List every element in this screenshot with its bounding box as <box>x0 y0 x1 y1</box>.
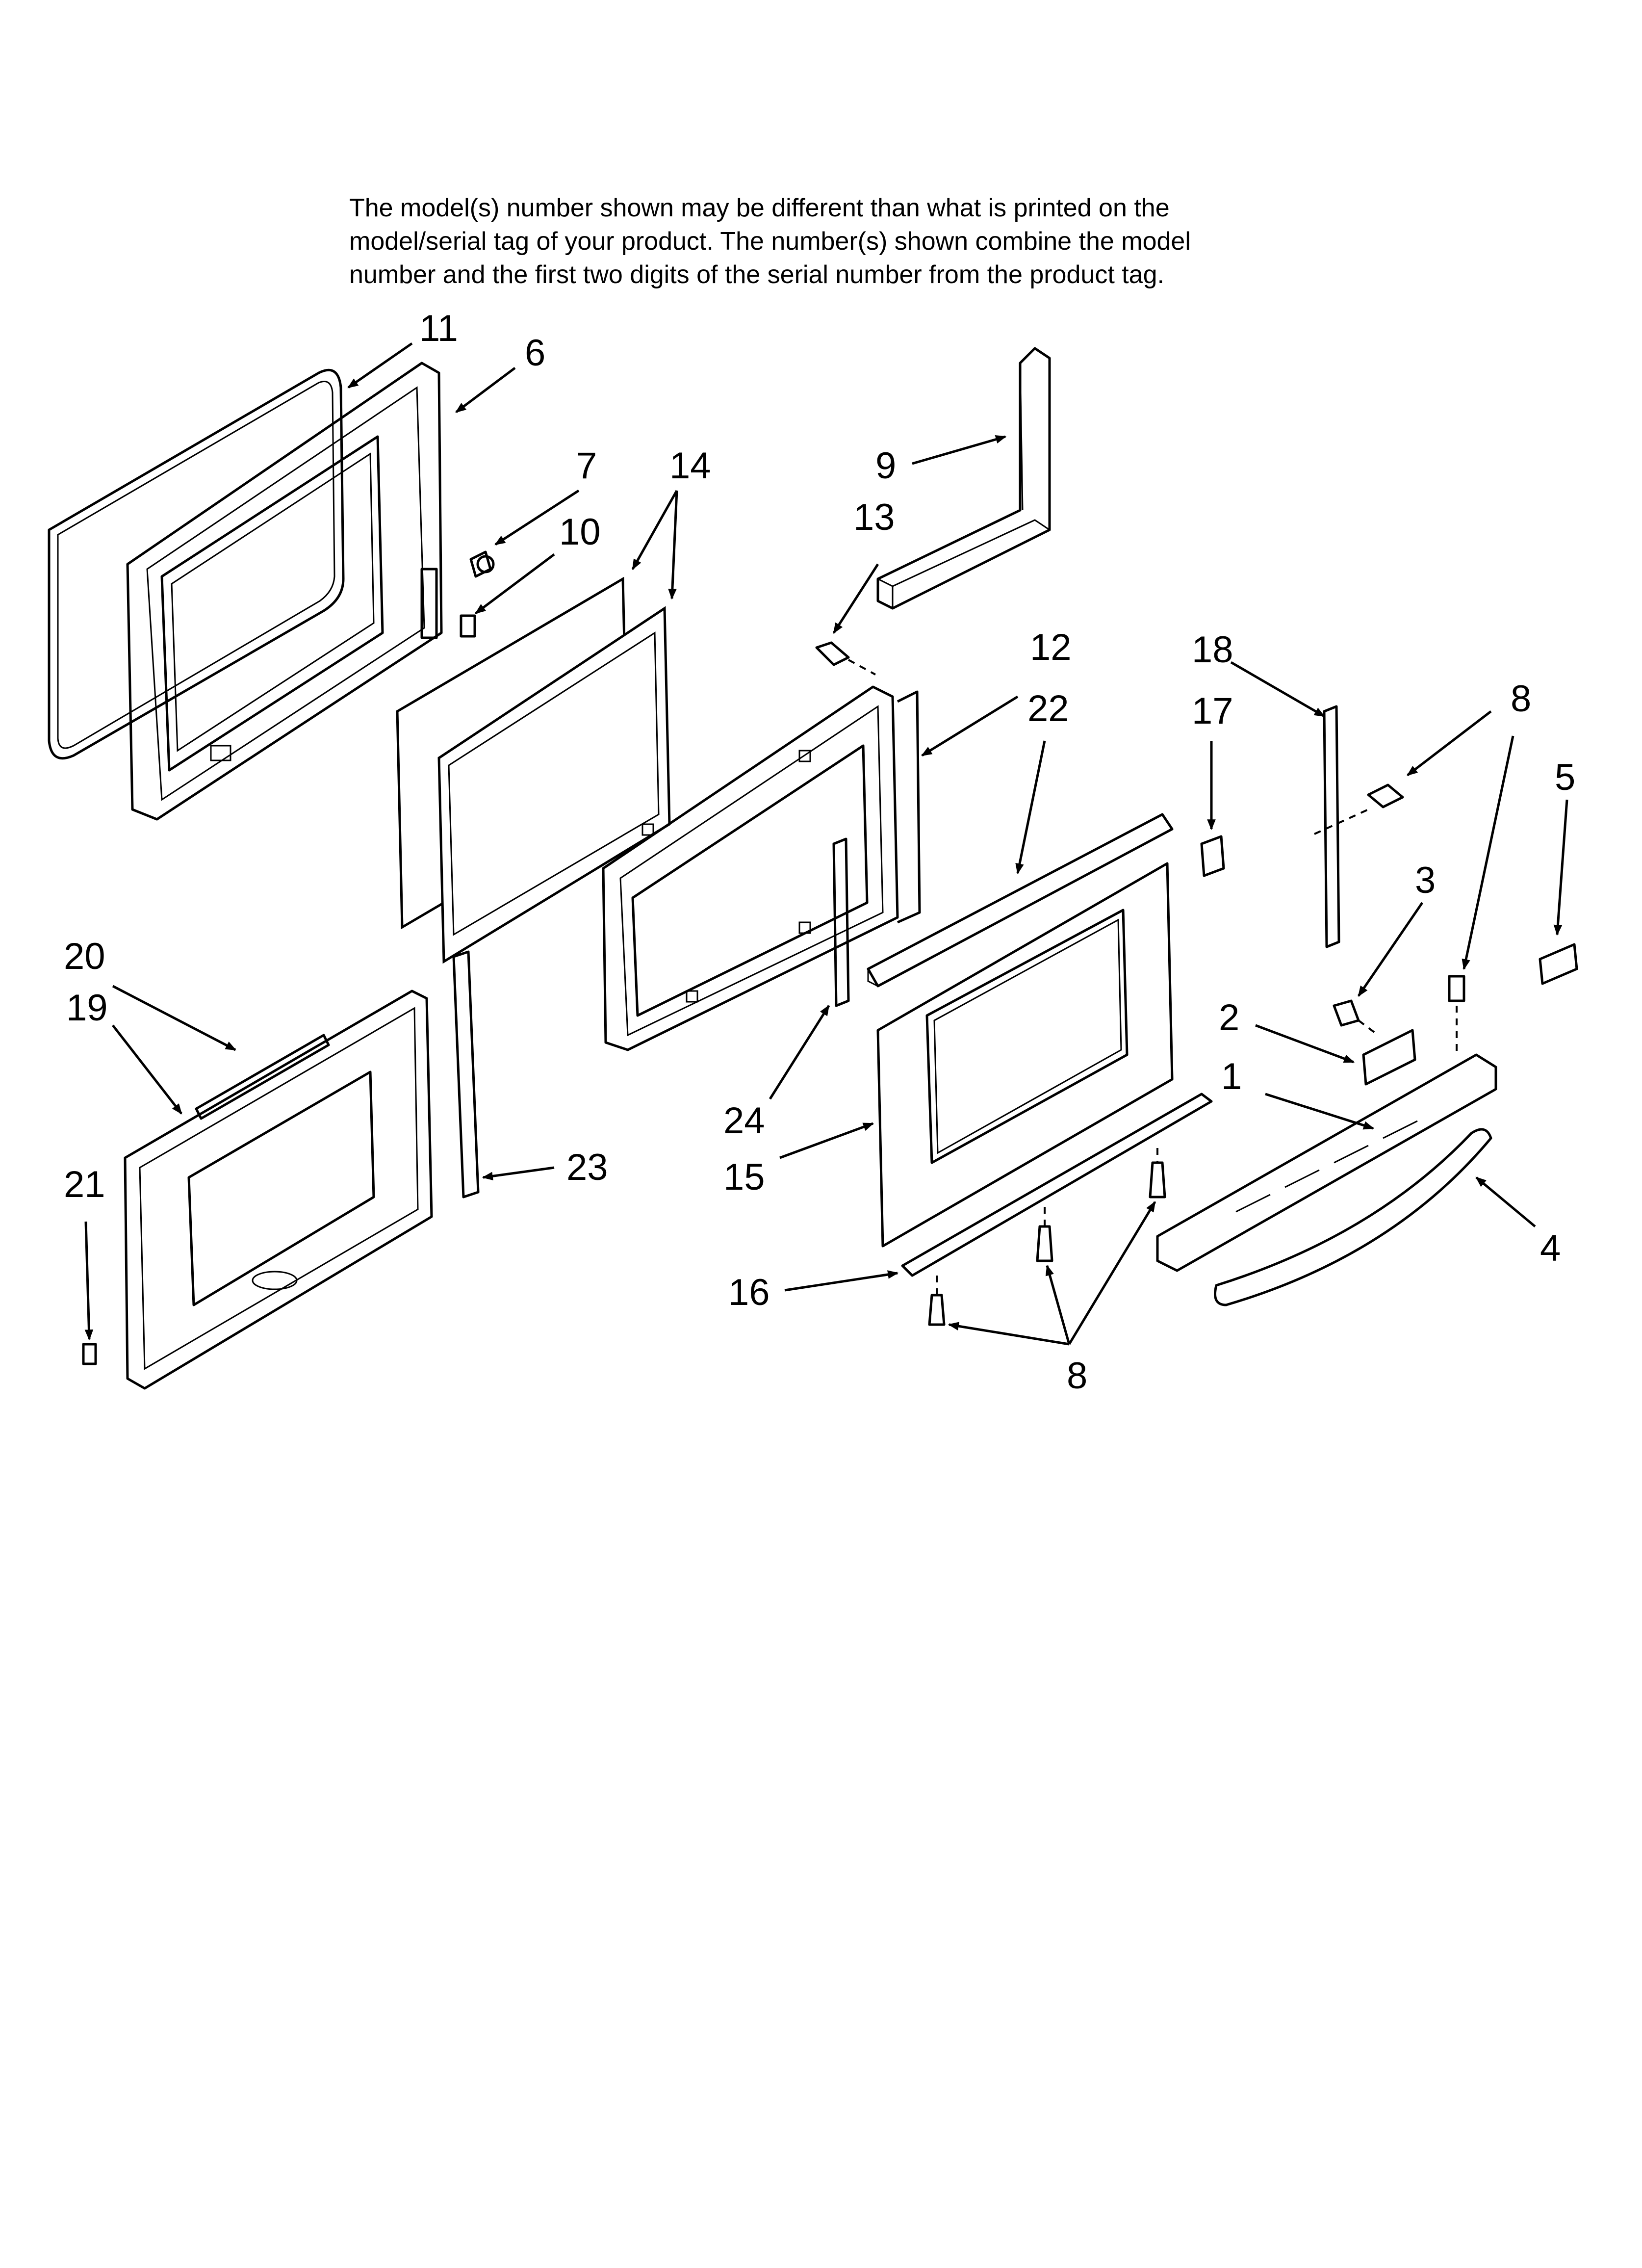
callout-20: 20 <box>64 936 105 977</box>
part-16-bottom-trim <box>901 1093 1213 1277</box>
part-3-screw <box>1333 999 1379 1036</box>
part-10-clip <box>460 614 476 638</box>
part-15-outer-door-glass <box>876 862 1174 1248</box>
part-18-bracket <box>1314 705 1369 948</box>
part-4-handle <box>1214 1128 1492 1306</box>
part-7-knob <box>469 550 495 578</box>
part-8-screws-bottom <box>928 1148 1166 1326</box>
part-1-vent-panel <box>1156 1053 1497 1272</box>
callout-15: 15 <box>723 1156 765 1198</box>
part-21-clip <box>82 1343 97 1365</box>
part-5-label <box>1539 943 1578 985</box>
note-line-3: number and the first two digits of the s… <box>349 261 1164 289</box>
callout-7: 7 <box>576 445 597 487</box>
callout-12: 12 <box>1030 626 1072 668</box>
callout-4: 4 <box>1540 1227 1561 1269</box>
callout-22: 22 <box>1027 688 1069 730</box>
callout-13: 13 <box>853 496 895 538</box>
callout-16: 16 <box>728 1272 770 1313</box>
callout-24: 24 <box>723 1100 765 1142</box>
leader-lines <box>84 342 1568 1346</box>
callout-2: 2 <box>1219 997 1239 1039</box>
part-19-outer-door <box>124 990 433 1390</box>
callout-8-right: 8 <box>1511 678 1531 720</box>
part-8-screw-right <box>1367 783 1404 808</box>
part-23-side-bracket <box>452 950 480 1199</box>
part-24-strip <box>832 837 850 1007</box>
part-2-bracket <box>1362 1029 1416 1086</box>
part-22-top-trim <box>867 813 1174 988</box>
callout-8-bottom: 8 <box>1067 1355 1087 1397</box>
part-13-screw <box>815 641 876 676</box>
callout-21: 21 <box>64 1164 105 1205</box>
part-11-door-gasket <box>48 368 345 760</box>
note-line-1: The model(s) number shown may be differe… <box>349 194 1170 222</box>
callout-11: 11 <box>419 308 458 349</box>
callout-3: 3 <box>1415 860 1436 901</box>
part-9-trim <box>876 347 1051 610</box>
part-8-screw-vertical <box>1448 975 1465 1055</box>
part-12-door-liner <box>602 685 921 1051</box>
callout-18: 18 <box>1192 629 1233 671</box>
callout-1: 1 <box>1221 1056 1242 1097</box>
note-line-2: model/serial tag of your product. The nu… <box>349 227 1191 256</box>
callout-9: 9 <box>875 445 896 487</box>
model-number-note: The model(s) number shown may be differe… <box>349 191 1428 291</box>
callout-5: 5 <box>1555 756 1575 798</box>
part-17-label <box>1200 835 1225 877</box>
callout-10: 10 <box>559 511 601 553</box>
callout-6: 6 <box>525 332 545 374</box>
part-20-strip <box>195 1034 330 1120</box>
part-6-inner-door-frame <box>126 362 443 821</box>
callout-23: 23 <box>566 1147 608 1188</box>
callout-17: 17 <box>1192 690 1233 732</box>
callout-19: 19 <box>66 987 108 1029</box>
callout-14: 14 <box>669 445 711 487</box>
